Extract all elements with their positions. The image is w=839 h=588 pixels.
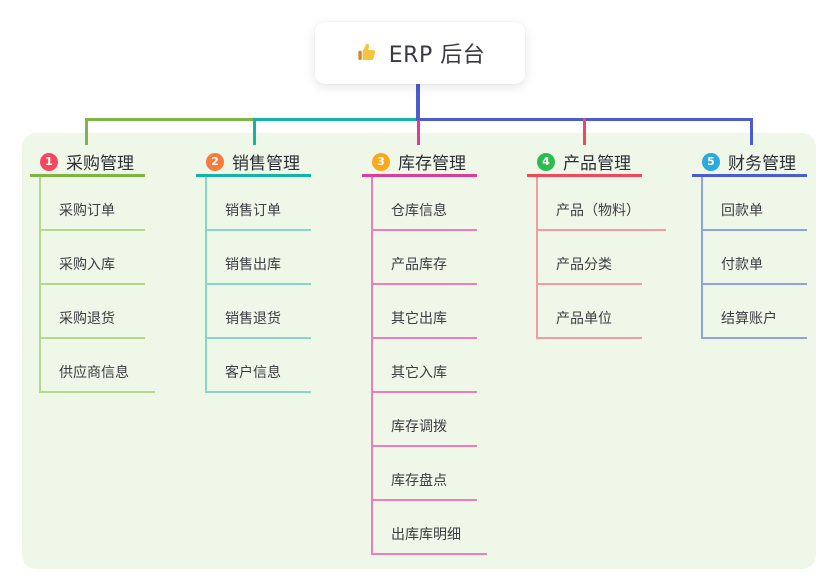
branch-children: 销售订单销售出库销售退货客户信息 <box>205 177 311 393</box>
child-node: 产品分类 <box>538 231 642 285</box>
child-node: 库存调拨 <box>373 393 477 447</box>
child-node: 结算账户 <box>703 285 807 339</box>
branch-node-1: 1 采购管理 <box>30 149 145 177</box>
branch-children: 采购订单采购入库采购退货供应商信息 <box>39 177 155 393</box>
root-connector-line <box>416 84 420 121</box>
bus-line-middle <box>253 118 418 121</box>
branch-node-2: 2 销售管理 <box>196 149 311 177</box>
branch-number-badge: 1 <box>40 152 58 171</box>
child-node: 库存盘点 <box>373 447 477 501</box>
branch-node-3: 3 库存管理 <box>362 149 477 177</box>
child-node: 其它出库 <box>373 285 477 339</box>
branch-connector-line <box>583 118 586 145</box>
branch-title: 财务管理 <box>728 154 796 174</box>
child-node: 供应商信息 <box>41 339 155 393</box>
child-node: 产品单位 <box>538 285 642 339</box>
branch-connector-line <box>85 118 88 145</box>
branch-title: 产品管理 <box>563 154 631 174</box>
branch-node-4: 4 产品管理 <box>527 149 642 177</box>
child-node: 付款单 <box>703 231 807 285</box>
branch-number-badge: 2 <box>206 152 224 171</box>
child-node: 采购入库 <box>41 231 145 285</box>
branch-node-5: 5 财务管理 <box>692 149 807 177</box>
branch-title: 销售管理 <box>232 154 300 174</box>
child-node: 采购订单 <box>41 177 145 231</box>
child-node: 产品库存 <box>373 231 477 285</box>
branch-children: 产品（物料）产品分类产品单位 <box>536 177 666 339</box>
child-node: 产品（物料） <box>538 177 666 231</box>
child-node: 仓库信息 <box>373 177 477 231</box>
bus-line-left <box>85 118 255 121</box>
branch-title: 采购管理 <box>66 154 134 174</box>
root-node-label: ERP 后台 <box>388 43 486 68</box>
thumbs-up-icon <box>355 41 379 65</box>
child-node: 客户信息 <box>207 339 311 393</box>
child-node: 销售出库 <box>207 231 311 285</box>
branch-connector-line <box>417 120 420 145</box>
branch-number-badge: 3 <box>372 152 390 171</box>
child-node: 出库库明细 <box>373 501 487 555</box>
branch-title: 库存管理 <box>398 154 466 174</box>
branch-connector-line <box>750 118 753 145</box>
branch-connector-line <box>253 118 256 145</box>
root-node: ERP 后台 <box>315 22 525 84</box>
branch-number-badge: 4 <box>537 152 555 171</box>
child-node: 采购退货 <box>41 285 145 339</box>
child-node: 销售退货 <box>207 285 311 339</box>
child-node: 销售订单 <box>207 177 311 231</box>
branch-children: 回款单付款单结算账户 <box>701 177 807 339</box>
branch-number-badge: 5 <box>702 152 720 171</box>
branch-children: 仓库信息产品库存其它出库其它入库库存调拨库存盘点出库库明细 <box>371 177 487 555</box>
child-node: 回款单 <box>703 177 807 231</box>
child-node: 其它入库 <box>373 339 477 393</box>
branches-panel <box>22 133 816 569</box>
